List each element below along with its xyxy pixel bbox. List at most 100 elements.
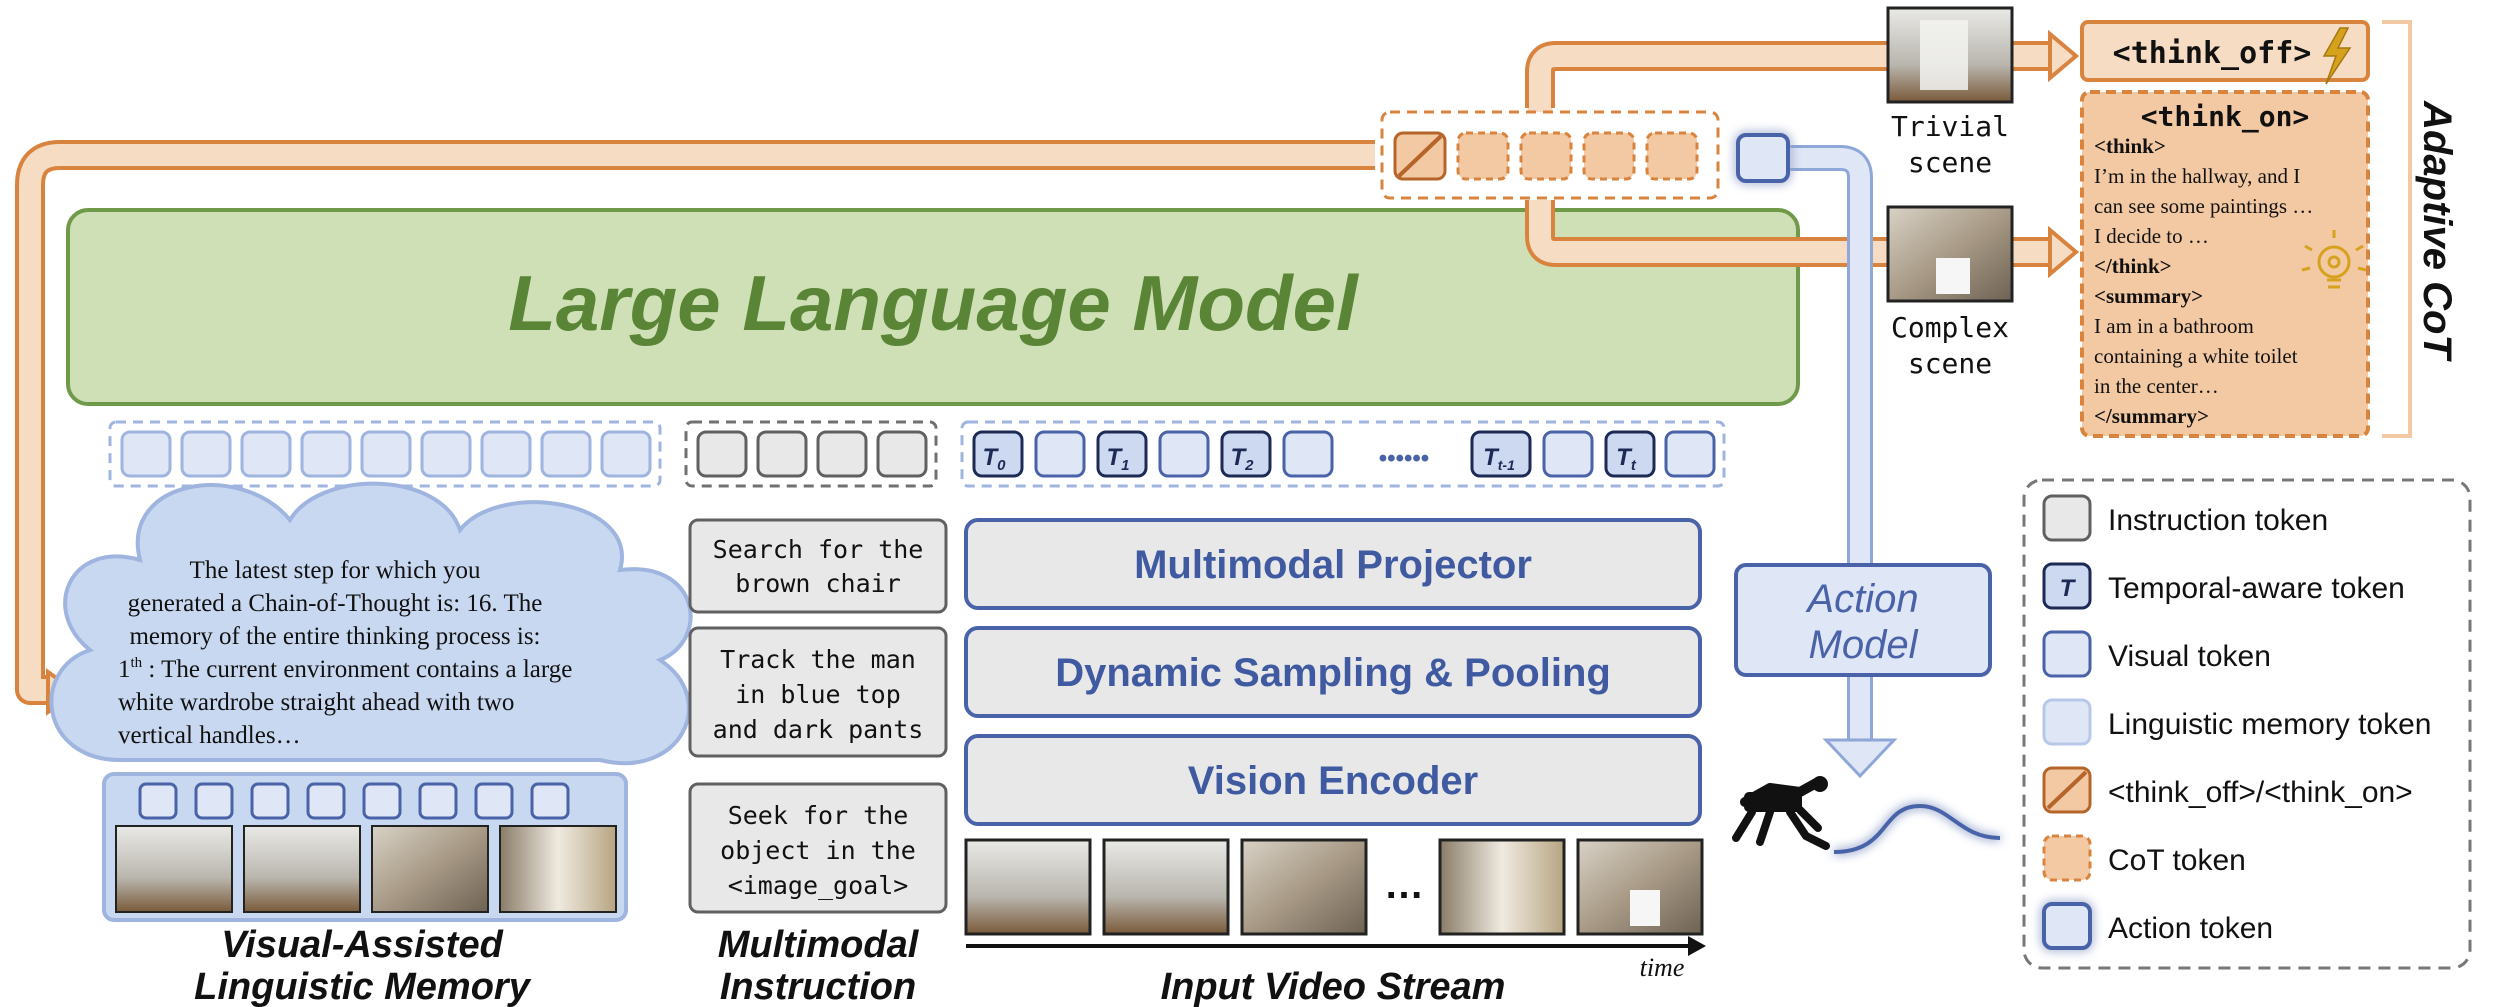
memory-frame bbox=[115, 825, 233, 913]
memory-caption: Linguistic Memory bbox=[194, 966, 532, 1007]
legend-instruction: Instruction token bbox=[2108, 504, 2328, 537]
action-flow bbox=[1736, 133, 1898, 779]
video-token-row: T0 T1 T2 •••••• Tt-1 Tt bbox=[960, 420, 1726, 488]
linguistic-token bbox=[240, 430, 292, 478]
video-caption: Input Video Stream bbox=[1161, 966, 1506, 1007]
legend-linguistic-swatch bbox=[2042, 698, 2092, 746]
video-ellipsis: … bbox=[1384, 863, 1424, 907]
lightning-icon bbox=[2322, 27, 2352, 85]
memory-caption: Visual-Assisted bbox=[221, 924, 503, 966]
temporal-token bbox=[972, 430, 1024, 478]
think-on-label: <think_on> bbox=[2141, 100, 2310, 133]
memory-visual-token bbox=[138, 782, 178, 820]
cot-text: containing a white toilet bbox=[2094, 344, 2298, 368]
memory-text: generated a Chain-of-Thought is: 16. The bbox=[128, 590, 543, 617]
memory-visual-token bbox=[194, 782, 234, 820]
memory-text: 1th : The current environment contains a… bbox=[118, 655, 572, 683]
video-frame bbox=[1102, 838, 1230, 936]
time-label: time bbox=[1640, 953, 1685, 982]
trivial-scene-label: scene bbox=[1908, 146, 1992, 179]
action-model-label: Model bbox=[1809, 623, 1919, 667]
think-off-label: <think_off> bbox=[2113, 36, 2312, 71]
instruction-token bbox=[816, 430, 868, 478]
llm-block: Large Language Model bbox=[66, 208, 1800, 406]
cot-text: I am in a bathroom bbox=[2094, 314, 2254, 338]
legend-temporal-swatch bbox=[2042, 562, 2092, 610]
legend-cot-swatch bbox=[2042, 834, 2092, 882]
legend: Instruction token T Temporal-aware token… bbox=[2022, 478, 2472, 970]
memory-frame bbox=[243, 825, 361, 913]
complex-scene-label: scene bbox=[1908, 347, 1992, 380]
cot-text: can see some paintings … bbox=[2094, 194, 2313, 218]
memory-visual-token bbox=[530, 782, 570, 820]
think-on-box: <think_on> <think> I’m in the hallway, a… bbox=[2080, 90, 2370, 438]
legend-action: Action token bbox=[2108, 912, 2273, 945]
cot-think-open: <think> bbox=[2094, 134, 2166, 158]
legend-temporal-icon: T bbox=[2060, 575, 2077, 602]
sampling-label: Dynamic Sampling & Pooling bbox=[1055, 651, 1611, 695]
think-off-box: <think_off> bbox=[2080, 20, 2370, 85]
action-token bbox=[1736, 133, 1790, 183]
encoder-label: Vision Encoder bbox=[1188, 759, 1478, 803]
visual-token bbox=[1158, 430, 1210, 478]
visual-token bbox=[1034, 430, 1086, 478]
cot-token-group bbox=[1380, 110, 1720, 200]
instruction-text: <image_goal> bbox=[728, 871, 909, 900]
linguistic-token bbox=[600, 430, 652, 478]
action-model-label: Action bbox=[1805, 577, 1918, 621]
trivial-scene: Trivial scene bbox=[1886, 6, 2014, 179]
temporal-token-label: T1 bbox=[1106, 444, 1129, 474]
linguistic-token bbox=[480, 430, 532, 478]
instruction-text: brown chair bbox=[735, 569, 901, 598]
memory-text: white wardrobe straight ahead with two bbox=[118, 689, 514, 716]
linguistic-token bbox=[360, 430, 412, 478]
legend-linguistic: Linguistic memory token bbox=[2108, 708, 2431, 741]
instruction-token-row bbox=[684, 420, 938, 488]
lightbulb-icon bbox=[2301, 230, 2367, 289]
legend-action-swatch bbox=[2042, 902, 2092, 950]
memory-visual-token bbox=[474, 782, 514, 820]
cot-text: I’m in the hallway, and I bbox=[2094, 164, 2300, 188]
instruction-text: in blue top bbox=[735, 680, 901, 709]
projector-box bbox=[964, 518, 1702, 610]
visual-token bbox=[1542, 430, 1594, 478]
linguistic-token bbox=[420, 430, 472, 478]
cot-think-close: </think> bbox=[2094, 254, 2172, 278]
instruction-token bbox=[876, 430, 928, 478]
orange-arrows bbox=[15, 29, 2080, 716]
projector-label: Multimodal Projector bbox=[1134, 543, 1532, 587]
instruction-token bbox=[696, 430, 748, 478]
memory-text: vertical handles… bbox=[118, 722, 301, 749]
memory-image-panel bbox=[102, 772, 628, 922]
instruction-token bbox=[756, 430, 808, 478]
ellipsis-dots: •••••• bbox=[1379, 445, 1429, 472]
complex-scene: Complex scene bbox=[1886, 205, 2014, 380]
cot-token bbox=[1519, 131, 1573, 181]
video-frames: … bbox=[964, 838, 1704, 936]
temporal-token-label: Tt-1 bbox=[1483, 444, 1515, 473]
encoder-box bbox=[964, 734, 1702, 826]
cot-summary-close: </summary> bbox=[2094, 404, 2209, 428]
adaptive-cot-label: Adaptive CoT bbox=[2415, 100, 2459, 362]
cot-token bbox=[1456, 131, 1510, 181]
cot-summary-open: <summary> bbox=[2094, 284, 2203, 308]
legend-instruction-swatch bbox=[2042, 494, 2092, 542]
action-model-box: Action Model bbox=[1734, 563, 1992, 677]
instruction-caption: Instruction bbox=[720, 966, 916, 1007]
instruction-boxes: Search for the brown chair Track the man… bbox=[688, 518, 948, 914]
linguistic-token bbox=[540, 430, 592, 478]
temporal-token bbox=[1470, 430, 1532, 478]
legend-cot: CoT token bbox=[2108, 844, 2246, 877]
temporal-token bbox=[1220, 430, 1272, 478]
visual-token bbox=[1664, 430, 1716, 478]
memory-frame bbox=[499, 825, 617, 913]
instruction-text: Seek for the bbox=[728, 801, 909, 830]
temporal-token-label: T2 bbox=[1230, 444, 1254, 474]
llm-title: Large Language Model bbox=[508, 259, 1359, 347]
cot-token bbox=[1645, 131, 1699, 181]
memory-frame bbox=[371, 825, 489, 913]
memory-visual-token bbox=[418, 782, 458, 820]
instruction-text: object in the bbox=[720, 836, 916, 865]
linguistic-token bbox=[180, 430, 232, 478]
